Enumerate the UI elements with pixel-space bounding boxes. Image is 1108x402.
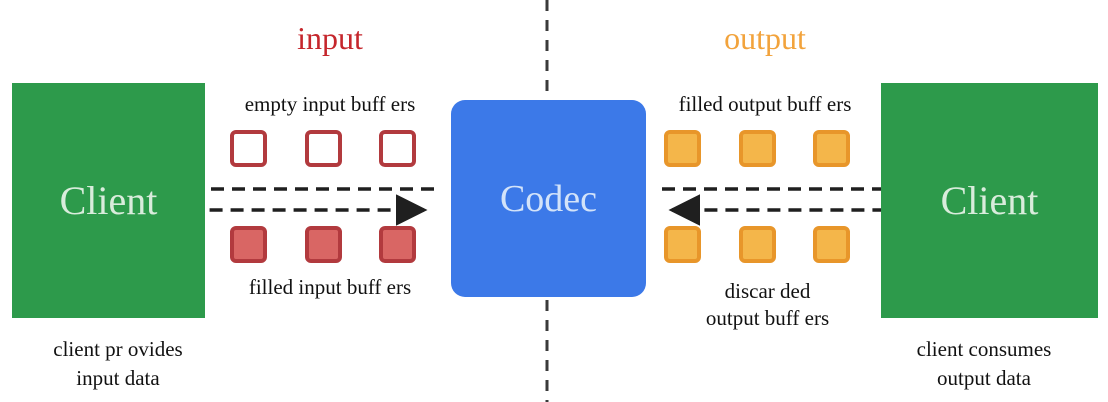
discarded-output-label-line1: discar ded	[724, 279, 811, 303]
filled-input-buffers-row	[230, 226, 416, 263]
client-right-caption-line1: client consumes	[916, 337, 1052, 361]
filled-output-buffer-icon	[738, 130, 776, 167]
discarded-output-label-line2: output buff ers	[705, 306, 830, 330]
client-left-caption: client pr ovides input data	[8, 335, 228, 393]
client-right-box: Client	[881, 83, 1098, 318]
input-section-title: input	[297, 20, 363, 56]
output-section-title: output	[724, 20, 806, 56]
filled-input-buffer-icon	[304, 226, 342, 263]
input-flow-arrow	[188, 187, 434, 226]
empty-input-buffers-row	[230, 130, 416, 167]
empty-input-buffer-icon	[230, 130, 267, 167]
discarded-output-buffers-row	[664, 226, 850, 263]
filled-input-buffer-icon	[230, 226, 267, 263]
client-right-label: Client	[940, 178, 1039, 223]
output-flow-arrow	[662, 187, 918, 226]
empty-input-buffers-label: empty input buff ers	[244, 92, 416, 116]
filled-input-buffers-label: filled input buff ers	[248, 275, 412, 299]
client-left-caption-line2: input data	[76, 366, 160, 390]
filled-output-buffer-icon	[813, 130, 850, 167]
codec-box: Codec	[451, 100, 646, 297]
filled-input-buffer-icon	[379, 226, 416, 263]
client-left-box: Client	[12, 83, 205, 318]
empty-input-buffer-icon	[304, 130, 342, 167]
client-left-caption-line1: client pr ovides	[53, 337, 183, 361]
discarded-output-buffer-icon	[813, 226, 850, 263]
client-left-label: Client	[59, 178, 158, 223]
empty-input-buffer-icon	[379, 130, 416, 167]
discarded-output-buffer-icon	[664, 226, 701, 263]
discarded-output-buffers-label: discar ded output buff ers	[650, 278, 885, 332]
client-right-caption: client consumes output data	[870, 335, 1098, 393]
filled-output-buffer-icon	[664, 130, 701, 167]
codec-label: Codec	[499, 177, 598, 220]
filled-output-buffers-label: filled output buff ers	[678, 92, 852, 116]
discarded-output-buffer-icon	[738, 226, 776, 263]
client-right-caption-line2: output data	[937, 366, 1031, 390]
filled-output-buffers-row	[664, 130, 850, 167]
